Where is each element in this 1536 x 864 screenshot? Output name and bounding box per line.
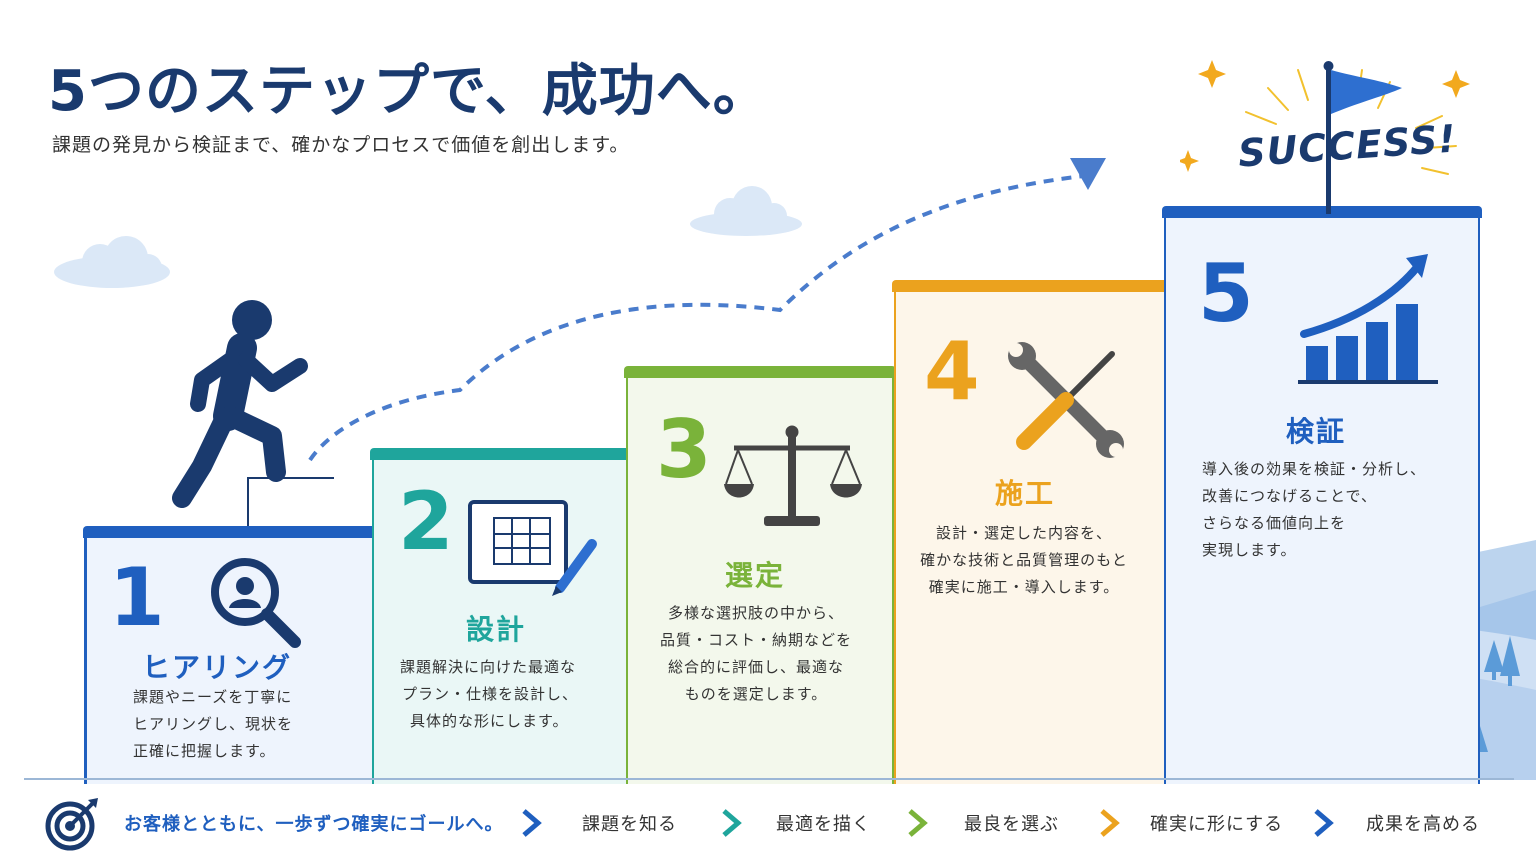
step-1-top-bar — [83, 526, 376, 538]
step-3-selection: 3 選定 多様な選択肢の中から、 品質・コスト・納期などを 総合的に評価し、最適… — [624, 366, 896, 784]
desc-line: 確実に施工・導入します。 — [928, 578, 1120, 596]
footer-item: 最適を描く — [776, 814, 871, 835]
chevron-right-icon — [522, 809, 542, 837]
desc-line: 確かな技術と品質管理のもと — [920, 551, 1128, 569]
step-title: 選定 — [724, 559, 785, 592]
step-2-design: 2 設計 課題解決に向けた最適な プラン・仕様を設計し、 具体的な形にします。 — [370, 448, 632, 784]
cloud-left — [54, 236, 170, 288]
footer-item: 最良を選ぶ — [964, 814, 1059, 835]
cloud-center — [690, 186, 802, 236]
desc-line: 導入後の効果を検証・分析し、 — [1202, 460, 1427, 478]
step-1-hearing: 1 ヒアリング 課題やニーズを丁寧に ヒアリングし、現状を 正確に把握します。 — [83, 526, 376, 784]
step-5-top-bar — [1162, 206, 1482, 218]
desc-line: 課題解決に向けた最適な — [400, 658, 577, 676]
step-number: 2 — [398, 475, 454, 568]
step-title: ヒアリング — [141, 651, 292, 684]
page-subtitle: 課題の発見から検証まで、確かなプロセスで価値を創出します。 — [52, 134, 630, 156]
footer-bar: お客様とともに、一歩ずつ確実にゴールへ。 課題を知る 最適を描く 最良を選ぶ 確… — [0, 784, 1536, 864]
desc-line: 実現します。 — [1202, 541, 1297, 559]
step-description: 設計・選定した内容を、 確かな技術と品質管理のもと 確実に施工・導入します。 — [914, 520, 1134, 601]
ground-line — [24, 778, 1514, 780]
step-number: 3 — [656, 403, 712, 496]
desc-line: プラン・仕様を設計し、 — [402, 685, 579, 703]
step-description: 課題解決に向けた最適な プラン・仕様を設計し、 具体的な形にします。 — [400, 654, 578, 735]
step-title: 施工 — [994, 477, 1055, 510]
step-5-verification: 5 検証 導入後の効果を検証・分析し、 改善につなげることで、 さらなる価値向上… — [1162, 206, 1482, 784]
footer-item: 課題を知る — [582, 814, 677, 835]
footer-item: 確実に形にする — [1150, 814, 1284, 835]
desc-line: ものを選定します。 — [684, 685, 828, 703]
desc-line: 設計・選定した内容を、 — [935, 524, 1112, 542]
desc-line: ヒアリングし、現状を — [133, 715, 294, 733]
wrench-screwdriver-icon — [1008, 342, 1124, 458]
step-title: 設計 — [465, 613, 526, 646]
desc-line: 課題やニーズを丁寧に — [133, 688, 293, 706]
step-number: 1 — [109, 551, 165, 644]
step-3-top-bar — [624, 366, 896, 378]
chevron-right-icon — [1314, 809, 1334, 837]
page-title: 5つのステップで、成功へ。 — [48, 59, 770, 124]
step-4-top-bar — [892, 280, 1168, 292]
desc-line: 正確に把握します。 — [133, 742, 276, 760]
desc-line: 具体的な形にします。 — [410, 712, 569, 730]
step-number: 5 — [1198, 247, 1254, 340]
desc-line: さらなる価値向上を — [1202, 514, 1347, 532]
chevron-right-icon — [908, 809, 928, 837]
step-description: 課題やニーズを丁寧に ヒアリングし、現状を 正確に把握します。 — [133, 684, 293, 765]
balance-scale-icon — [724, 425, 862, 526]
step-4-construction: 4 施工 設計・選定した内容を、 確かな技術と品質管理のもと 確実に施工・導入し… — [892, 280, 1168, 784]
blueprint-pencil-icon — [468, 500, 597, 596]
desc-line: 改善につなげることで、 — [1202, 487, 1377, 505]
step-description: 多様な選択肢の中から、 品質・コスト・納期などを 総合的に評価し、最適な ものを… — [658, 600, 854, 708]
chevron-right-icon — [722, 809, 742, 837]
goal-flag-icon — [1180, 60, 1470, 214]
step-2-top-bar — [370, 448, 632, 460]
footer-tagline: お客様とともに、一歩ずつ確実にゴールへ。 — [124, 814, 504, 835]
running-person-icon — [172, 300, 334, 536]
desc-line: 品質・コスト・納期などを — [659, 631, 852, 649]
footer-item: 成果を高める — [1366, 814, 1480, 835]
growth-chart-icon — [1298, 254, 1438, 384]
target-icon — [45, 798, 98, 851]
chevron-right-icon — [1100, 809, 1120, 837]
desc-line: 多様な選択肢の中から、 — [667, 604, 844, 622]
step-title: 検証 — [1285, 415, 1346, 448]
step-description: 導入後の効果を検証・分析し、 改善につなげることで、 さらなる価値向上を 実現し… — [1202, 456, 1426, 564]
desc-line: 総合的に評価し、最適な — [667, 658, 844, 676]
user-search-icon — [211, 558, 301, 648]
step-number: 4 — [924, 325, 980, 418]
